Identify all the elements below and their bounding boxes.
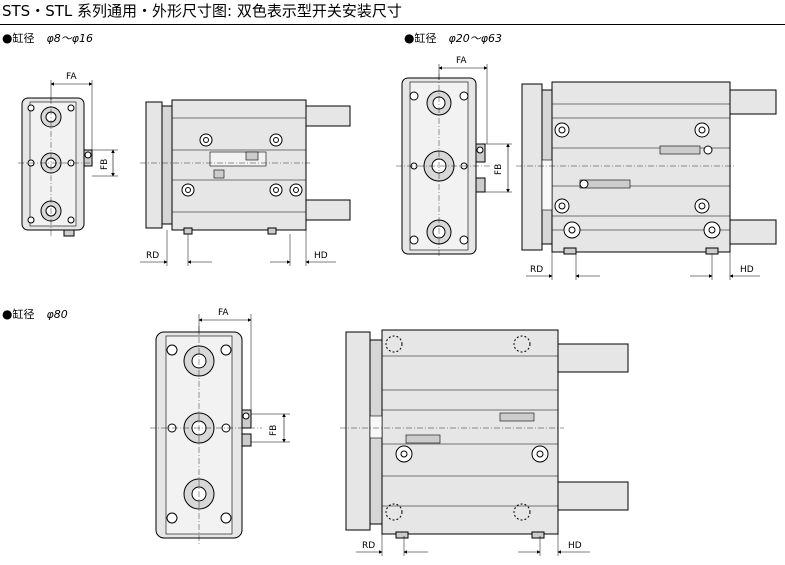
dim-fa-medium: FA bbox=[456, 56, 467, 66]
dim-rd-small: RD bbox=[146, 251, 159, 261]
side-view-medium bbox=[516, 81, 777, 255]
dim-rd-medium: RD bbox=[530, 265, 543, 275]
dim-rd-large: RD bbox=[362, 541, 375, 551]
dim-fa-small: FA bbox=[66, 72, 77, 82]
dim-hd-medium: HD bbox=[740, 265, 754, 275]
page-title: STS・STL 系列通用・外形尺寸图: 双色表示型开关安装尺寸 bbox=[2, 2, 402, 20]
front-view-small bbox=[18, 97, 95, 237]
dim-fb-small: FB bbox=[100, 159, 110, 170]
front-view-large bbox=[150, 326, 262, 544]
title-rule bbox=[0, 24, 785, 25]
dim-hd-large: HD bbox=[568, 541, 582, 551]
dim-fb-medium: FB bbox=[494, 164, 504, 175]
side-view-large bbox=[340, 329, 629, 539]
dim-fa-large: FA bbox=[218, 308, 229, 318]
dim-fb-large: FB bbox=[269, 425, 279, 436]
dim-hd-small: HD bbox=[314, 251, 328, 261]
front-view-medium bbox=[396, 74, 492, 258]
side-view-small bbox=[140, 99, 351, 235]
